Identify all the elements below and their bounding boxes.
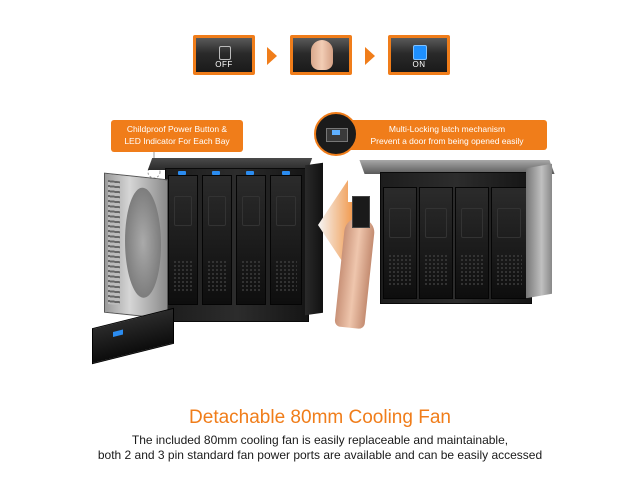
- latch-door: [352, 196, 370, 228]
- step-press-card: [290, 35, 352, 75]
- description-line-1: The included 80mm cooling fan is easily …: [131, 433, 509, 447]
- section-title: Detachable 80mm Cooling Fan: [189, 407, 451, 428]
- right-cage-side: [526, 163, 552, 299]
- step-off-card: OFF: [193, 35, 255, 75]
- callout-latch: Multi-Locking latch mechanism Prevent a …: [347, 120, 547, 150]
- bay-led-1: [178, 171, 186, 175]
- callout-power-led-line2: LED Indicator For Each Bay: [124, 136, 230, 146]
- right-tray-3: [455, 187, 489, 299]
- description-line-2: both 2 and 3 pin standard fan power port…: [97, 448, 543, 462]
- right-tray-2: [419, 187, 453, 299]
- power-button-icon: [413, 45, 427, 60]
- left-tray-2: [202, 175, 232, 305]
- bay-led-2: [212, 171, 220, 175]
- step-on-label: ON: [412, 60, 426, 69]
- callout-latch-line2: Prevent a door from being opened easily: [370, 136, 524, 146]
- bay-led-4: [282, 171, 290, 175]
- bay-led-3: [246, 171, 254, 175]
- hard-drive: [104, 172, 168, 320]
- power-button-press: [293, 38, 349, 72]
- right-tray-4: [491, 187, 527, 299]
- callout-power-led-line1: Childproof Power Button &: [126, 124, 228, 134]
- callout-latch-line1: Multi-Locking latch mechanism: [388, 124, 506, 134]
- left-tray-3: [236, 175, 266, 305]
- left-cage: [165, 168, 309, 322]
- drive-tray-door: [92, 307, 174, 365]
- right-tray-1: [383, 187, 417, 299]
- fingertip-icon: [311, 40, 333, 70]
- right-cage: [380, 172, 532, 304]
- power-button-on: ON: [391, 38, 447, 72]
- drive-platter: [125, 185, 161, 300]
- latch-icon: [326, 128, 348, 142]
- step-on-card: ON: [388, 35, 450, 75]
- chevron-right-icon: [365, 47, 375, 65]
- drive-label: [108, 180, 120, 306]
- left-tray-4: [270, 175, 302, 305]
- latch-led: [332, 130, 340, 135]
- tray-led: [113, 329, 123, 337]
- power-button-icon: [219, 46, 231, 60]
- left-tray-1: [168, 175, 198, 305]
- step-off-label: OFF: [215, 60, 233, 69]
- power-button-off: OFF: [196, 38, 252, 72]
- callout-power-led: Childproof Power Button & LED Indicator …: [111, 120, 243, 152]
- latch-zoom-circle: [314, 112, 358, 156]
- chevron-right-icon: [267, 47, 277, 65]
